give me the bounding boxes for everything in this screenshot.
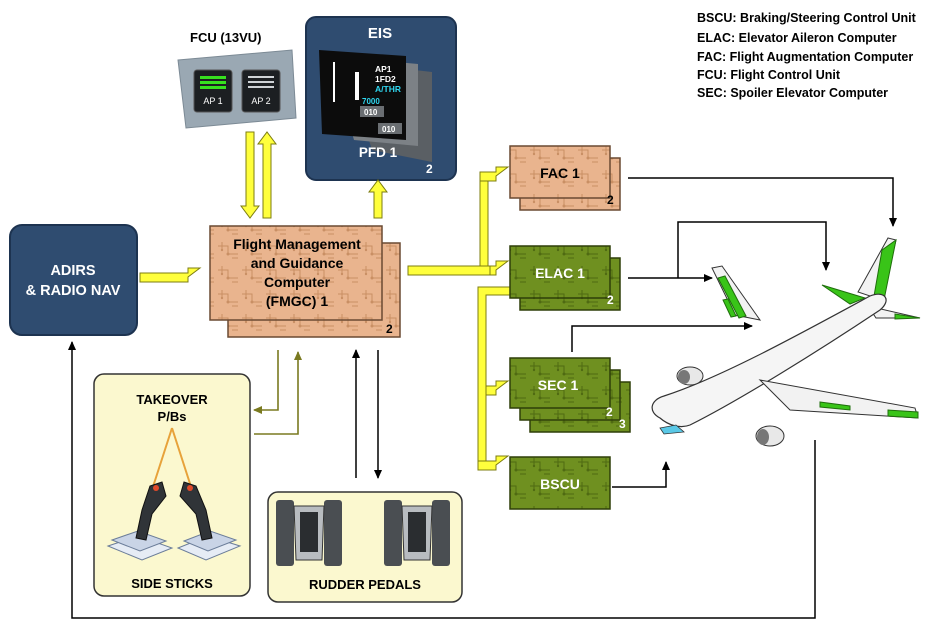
fma-athr: A/THR xyxy=(375,84,401,94)
legend-bscu: BSCU: Braking/Steering Control Unit xyxy=(697,11,917,25)
fac-label: FAC 1 xyxy=(540,165,580,181)
left-stabilizer xyxy=(821,284,867,305)
bus-to-elac-arrow xyxy=(489,260,510,276)
bscu-panel: BSCU xyxy=(509,456,611,510)
bus-to-fac xyxy=(479,175,489,267)
fma-fd: 1FD2 xyxy=(375,74,396,84)
fac-box-1 xyxy=(509,145,611,199)
elac-count: 2 xyxy=(607,293,614,307)
fcu-title: FCU (13VU) xyxy=(190,30,262,45)
legend-sec: SEC: Spoiler Elevator Computer xyxy=(697,86,888,100)
bus-to-bscu-arrow xyxy=(477,455,510,471)
rudder-caption: RUDDER PEDALS xyxy=(309,577,421,592)
sec-label: SEC 1 xyxy=(538,377,579,393)
sec-box-1 xyxy=(509,357,611,409)
bscu-to-aircraft-line xyxy=(612,461,670,488)
elac-box-1 xyxy=(509,245,611,299)
adirs-panel: ADIRS & RADIO NAV xyxy=(9,224,138,336)
altitude-readout-1: 010 xyxy=(364,108,378,117)
left-spoiler xyxy=(722,298,737,318)
black-signal-lines xyxy=(68,177,897,619)
fac-to-aircraft-line xyxy=(628,177,897,227)
fac-count: 2 xyxy=(607,193,614,207)
fcu-to-fmgc-arrow xyxy=(240,131,260,219)
ap2-button[interactable]: AP 2 xyxy=(241,69,281,113)
adirs-line2: & RADIO NAV xyxy=(26,283,121,299)
pfd-label: PFD 1 xyxy=(359,145,398,160)
takeover-to-fmgc-line xyxy=(254,351,302,435)
fac-panel: FAC 1 2 xyxy=(509,145,621,211)
right-spoiler xyxy=(819,401,851,411)
bus-upper-branch-arrow xyxy=(479,166,510,182)
left-side-stick[interactable] xyxy=(106,481,174,561)
sec-to-aircraft-line xyxy=(571,322,753,352)
right-aileron xyxy=(887,409,919,419)
pfd-screen xyxy=(319,50,406,140)
side-sticks-caption: SIDE STICKS xyxy=(131,576,213,591)
pfd-count: 2 xyxy=(426,162,433,176)
fmgc-panel: Flight Management and Guidance Computer … xyxy=(209,225,401,338)
bus-lower-trunk xyxy=(477,286,513,466)
aircraft-feedback-line xyxy=(68,341,816,619)
takeover-line2: P/Bs xyxy=(158,409,187,424)
cockpit-window xyxy=(659,424,685,435)
eis-title: EIS xyxy=(368,25,392,42)
altitude-target: 7000 xyxy=(362,97,380,106)
sec-panel: SEC 1 2 3 xyxy=(509,357,631,433)
fmgc-box-1 xyxy=(209,225,383,321)
fuselage xyxy=(651,293,887,428)
takeover-line1: TAKEOVER xyxy=(136,392,208,407)
adirs-to-fmgc-arrow xyxy=(139,267,202,283)
right-stabilizer-elevator xyxy=(894,313,921,320)
takeover-lines xyxy=(253,350,302,435)
ap2-label: AP 2 xyxy=(251,96,270,106)
fmgc-line3: Computer xyxy=(264,274,331,290)
left-rudder-pedal[interactable] xyxy=(276,500,342,566)
adirs-box xyxy=(9,224,138,336)
ap1-label: AP 1 xyxy=(203,96,222,106)
altitude-readout-2: 010 xyxy=(382,125,396,134)
elac-label: ELAC 1 xyxy=(535,265,585,281)
legend-elac: ELAC: Elevator Aileron Computer xyxy=(697,31,897,45)
right-rudder-pedal[interactable] xyxy=(384,500,450,566)
sec-count-2: 2 xyxy=(606,405,613,419)
right-side-stick[interactable] xyxy=(176,481,242,561)
legend-fac: FAC: Flight Augmentation Computer xyxy=(697,50,913,64)
fma-ap1: AP1 xyxy=(375,64,392,74)
takeover-panel: TAKEOVER P/Bs SIDE STICKS xyxy=(93,373,251,597)
fmgc-line4: (FMGC) 1 xyxy=(266,293,328,309)
eis-panel: EIS AP1 1FD2 A/THR 7000 010 010 PFD 1 2 xyxy=(305,16,457,181)
elac-panel: ELAC 1 2 xyxy=(509,245,621,311)
fmgc-to-takeover-line xyxy=(253,350,279,414)
bus-to-sec-arrow xyxy=(485,380,510,396)
aircraft-illustration xyxy=(651,237,921,447)
adirs-line1: ADIRS xyxy=(50,263,95,279)
fmgc-output-arrow xyxy=(407,265,491,276)
elac-to-tail-line xyxy=(677,221,830,278)
fcu-panel: FCU (13VU) AP 1 AP 2 xyxy=(177,30,297,129)
yellow-data-arrows xyxy=(139,131,513,471)
bscu-label: BSCU xyxy=(540,476,580,492)
ap1-button[interactable]: AP 1 xyxy=(193,69,233,113)
bscu-box xyxy=(509,456,611,510)
fmgc-to-eis-arrow xyxy=(368,179,388,219)
legend-fcu: FCU: Flight Control Unit xyxy=(697,68,841,82)
legend: BSCU: Braking/Steering Control Unit ELAC… xyxy=(697,11,917,100)
left-aileron xyxy=(717,275,747,319)
fmgc-count: 2 xyxy=(386,322,393,336)
fmgc-line2: and Guidance xyxy=(251,255,344,271)
sec-count-3: 3 xyxy=(619,417,626,431)
fmgc-to-fcu-arrow xyxy=(257,131,277,219)
fmgc-line1: Flight Management xyxy=(233,236,361,252)
takeover-box xyxy=(93,373,251,597)
rudder-panel: RUDDER PEDALS xyxy=(267,491,463,603)
